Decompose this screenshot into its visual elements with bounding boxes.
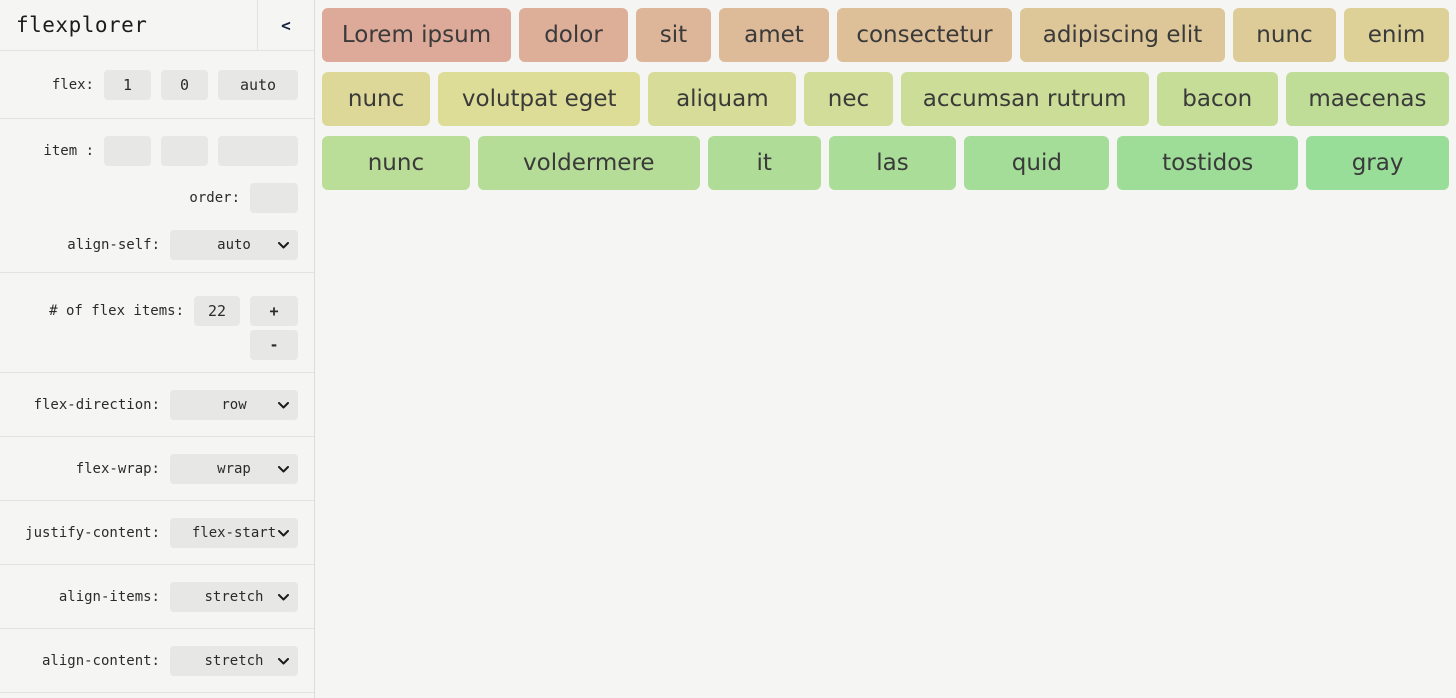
flex-item[interactable]: dolor bbox=[519, 8, 628, 62]
flex-item[interactable]: accumsan rutrum bbox=[900, 72, 1149, 126]
flex-item[interactable]: bacon bbox=[1156, 72, 1278, 126]
flex-item[interactable]: amet bbox=[719, 8, 829, 62]
item-label: item : bbox=[43, 143, 94, 159]
flex-direction-select[interactable]: row bbox=[170, 390, 298, 420]
flex-item[interactable]: sit bbox=[636, 8, 711, 62]
flex-item[interactable]: maecenas bbox=[1285, 72, 1449, 126]
flex-item[interactable]: consectetur bbox=[837, 8, 1012, 62]
item-overrides-section: item : order: align-self: auto bbox=[0, 119, 314, 273]
sidebar-collapse-button[interactable]: < bbox=[257, 0, 314, 50]
flex-item[interactable]: adipiscing elit bbox=[1020, 8, 1225, 62]
flex-direction-section: flex-direction: row bbox=[0, 373, 314, 437]
flex-shorthand-section: flex: bbox=[0, 51, 314, 119]
flex-label: flex: bbox=[51, 77, 94, 93]
flex-item[interactable]: it bbox=[707, 136, 821, 190]
increment-button[interactable]: + bbox=[250, 296, 298, 326]
align-content-value: stretch bbox=[204, 653, 264, 669]
flex-item[interactable]: volutpat eget bbox=[438, 72, 641, 126]
item-flex-grow-input[interactable] bbox=[104, 136, 151, 166]
flex-item[interactable]: nunc bbox=[1233, 8, 1336, 62]
justify-content-section: justify-content: flex-start bbox=[0, 501, 314, 565]
order-label: order: bbox=[189, 190, 240, 206]
item-flex-basis-input[interactable] bbox=[218, 136, 298, 166]
flex-basis-input[interactable] bbox=[218, 70, 298, 100]
item-count-input[interactable] bbox=[194, 296, 240, 326]
chevron-down-icon bbox=[278, 402, 289, 409]
align-self-value: auto bbox=[217, 237, 251, 253]
align-self-select[interactable]: auto bbox=[170, 230, 298, 260]
chevron-down-icon bbox=[278, 658, 289, 665]
align-content-section: align-content: stretch bbox=[0, 629, 314, 693]
item-count-section: # of flex items: + - bbox=[0, 273, 314, 373]
flex-item[interactable]: voldermere bbox=[477, 136, 700, 190]
item-flex-shrink-input[interactable] bbox=[161, 136, 208, 166]
flex-grow-input[interactable] bbox=[104, 70, 151, 100]
order-input[interactable] bbox=[250, 183, 298, 213]
sidebar: flexplorer < flex: item : order: bbox=[0, 0, 315, 698]
chevron-down-icon bbox=[278, 594, 289, 601]
flex-item[interactable]: nunc bbox=[322, 72, 431, 126]
flex-item[interactable]: nec bbox=[804, 72, 893, 126]
flex-wrap-value: wrap bbox=[217, 461, 251, 477]
flex-item[interactable]: enim bbox=[1344, 8, 1449, 62]
sidebar-header: flexplorer < bbox=[0, 0, 314, 51]
flex-item[interactable]: quid bbox=[964, 136, 1110, 190]
chevron-down-icon bbox=[278, 242, 289, 249]
flex-wrap-select[interactable]: wrap bbox=[170, 454, 298, 484]
flex-item[interactable]: las bbox=[828, 136, 957, 190]
item-count-steppers: + - bbox=[250, 296, 298, 360]
flex-wrap-section: flex-wrap: wrap bbox=[0, 437, 314, 501]
flex-direction-label: flex-direction: bbox=[33, 397, 160, 413]
align-items-label: align-items: bbox=[58, 589, 160, 605]
align-items-value: stretch bbox=[204, 589, 264, 605]
flex-item[interactable]: gray bbox=[1306, 136, 1450, 190]
chevron-left-icon: < bbox=[281, 15, 291, 35]
flex-shrink-input[interactable] bbox=[161, 70, 208, 100]
item-count-label: # of flex items: bbox=[49, 303, 184, 319]
flex-item[interactable]: aliquam bbox=[648, 72, 797, 126]
align-items-select[interactable]: stretch bbox=[170, 582, 298, 612]
flex-wrap-label: flex-wrap: bbox=[75, 461, 160, 477]
align-items-section: align-items: stretch bbox=[0, 565, 314, 629]
align-content-label: align-content: bbox=[41, 653, 160, 669]
flex-item[interactable]: tostidos bbox=[1117, 136, 1299, 190]
align-self-label: align-self: bbox=[67, 237, 160, 253]
flex-direction-value: row bbox=[221, 397, 247, 413]
justify-content-select[interactable]: flex-start bbox=[170, 518, 298, 548]
app-title: flexplorer bbox=[16, 13, 148, 37]
align-content-select[interactable]: stretch bbox=[170, 646, 298, 676]
chevron-down-icon bbox=[278, 466, 289, 473]
flex-item[interactable]: nunc bbox=[322, 136, 470, 190]
justify-content-value: flex-start bbox=[191, 525, 277, 541]
chevron-down-icon bbox=[278, 530, 289, 537]
justify-content-label: justify-content: bbox=[25, 525, 160, 541]
flex-item[interactable]: Lorem ipsum bbox=[322, 8, 511, 62]
decrement-button[interactable]: - bbox=[250, 330, 298, 360]
